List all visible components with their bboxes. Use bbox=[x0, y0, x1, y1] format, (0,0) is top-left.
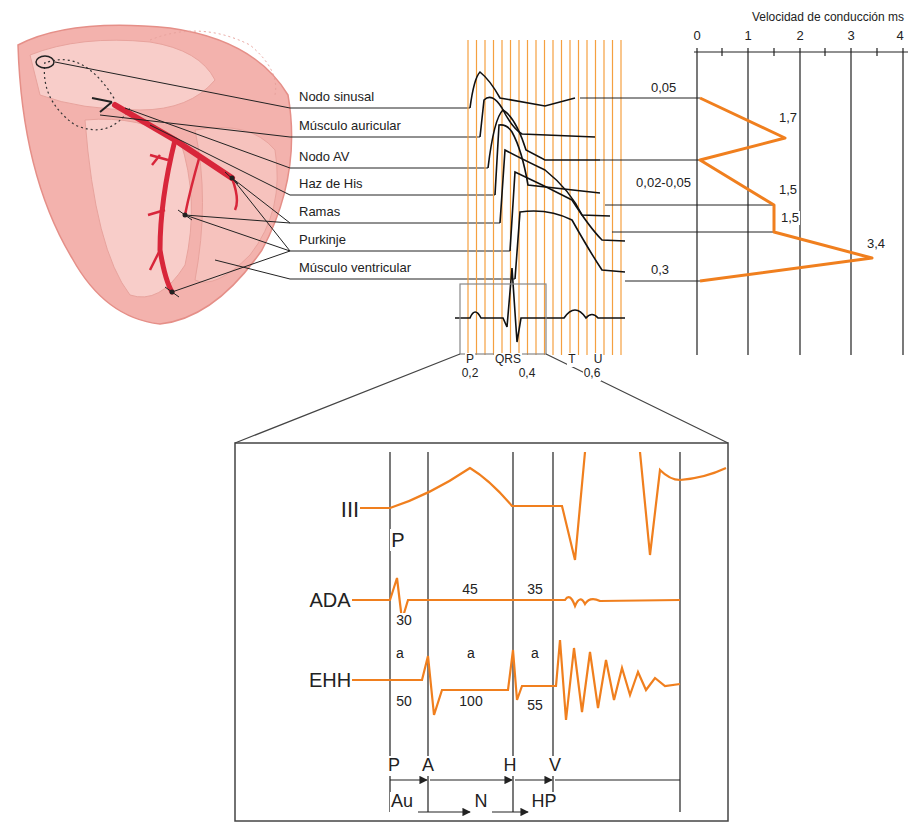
axis-tick: 4 bbox=[895, 29, 904, 43]
grid-line bbox=[620, 40, 621, 355]
deflection-name: A bbox=[421, 756, 435, 776]
interval-value: 55 bbox=[526, 698, 544, 713]
axis-tick: 1 bbox=[743, 29, 752, 43]
interval-label: a bbox=[530, 646, 540, 661]
segment-name: Au bbox=[390, 792, 414, 812]
velocity-value: 3,4 bbox=[866, 237, 886, 251]
zoom-frame bbox=[235, 284, 728, 821]
velocity-value: 0,3 bbox=[650, 263, 670, 277]
velocity-value: 1,7 bbox=[778, 111, 798, 125]
velocity-value: 0,02-0,05 bbox=[635, 176, 692, 190]
action-potentials bbox=[455, 72, 625, 342]
axis-tick: 0 bbox=[692, 29, 701, 43]
velocity-value: 0,05 bbox=[650, 81, 677, 95]
grid-line bbox=[510, 40, 511, 355]
interval-label: a bbox=[395, 646, 405, 661]
velocity-value: 1,5 bbox=[778, 183, 798, 197]
part-name: Purkinje bbox=[298, 233, 347, 247]
deflection-name: P bbox=[387, 756, 401, 776]
part-name: Músculo auricular bbox=[298, 119, 402, 133]
time-value: 0,4 bbox=[518, 367, 537, 380]
grid-line bbox=[476, 40, 477, 355]
time-grid bbox=[468, 40, 621, 355]
velocity-line bbox=[700, 98, 872, 281]
interval-value: 50 bbox=[395, 694, 413, 709]
grid-line bbox=[535, 40, 536, 355]
time-value: 0,2 bbox=[461, 367, 480, 380]
grid-line bbox=[467, 40, 468, 355]
interval-arrows bbox=[390, 780, 680, 812]
grid-line bbox=[586, 40, 587, 355]
time-value: 0,6 bbox=[583, 367, 602, 380]
lead-name: ADA bbox=[308, 589, 351, 611]
grid-line bbox=[603, 40, 604, 355]
grid-line bbox=[552, 40, 553, 355]
zoom-traces bbox=[340, 452, 726, 720]
grid-line bbox=[595, 40, 596, 355]
part-name: Ramas bbox=[298, 205, 341, 219]
grid-line bbox=[518, 40, 519, 355]
part-name: Músculo ventricular bbox=[298, 261, 412, 275]
segment-name: HP bbox=[530, 792, 557, 812]
wave-name: U bbox=[593, 353, 604, 366]
interval-value: 100 bbox=[458, 694, 483, 709]
interval-value: 30 bbox=[395, 613, 413, 628]
wave-name: P bbox=[465, 353, 475, 366]
axis-tick: 3 bbox=[846, 29, 855, 43]
velocity-value: 1,5 bbox=[780, 211, 800, 225]
axis-tick: 2 bbox=[795, 29, 804, 43]
grid-line bbox=[527, 40, 528, 355]
interval-label: a bbox=[466, 646, 476, 661]
heart-drawing bbox=[18, 25, 292, 324]
interval-value: 45 bbox=[461, 582, 479, 597]
grid-line bbox=[544, 40, 545, 355]
deflection-name: V bbox=[548, 756, 562, 776]
velocity-axis bbox=[694, 48, 908, 355]
leader-lines bbox=[55, 62, 515, 292]
wave-name: T bbox=[567, 353, 576, 366]
wave-name: QRS bbox=[494, 353, 522, 366]
axis-title: Velocidad de conducción ms bbox=[751, 11, 905, 24]
segment-name: N bbox=[474, 792, 489, 812]
grid-line bbox=[484, 40, 485, 355]
grid-line bbox=[569, 40, 570, 355]
part-name: Nodo sinusal bbox=[298, 90, 375, 104]
deflection-name: H bbox=[503, 756, 518, 776]
part-name: Nodo AV bbox=[298, 150, 350, 164]
part-name: Haz de His bbox=[298, 177, 364, 191]
lead-name: III bbox=[340, 498, 360, 522]
grid-line bbox=[612, 40, 613, 355]
grid-line bbox=[561, 40, 562, 355]
wave-name: P bbox=[390, 529, 405, 551]
grid-line bbox=[578, 40, 579, 355]
lead-name: EHH bbox=[308, 669, 352, 691]
interval-value: 35 bbox=[526, 582, 544, 597]
